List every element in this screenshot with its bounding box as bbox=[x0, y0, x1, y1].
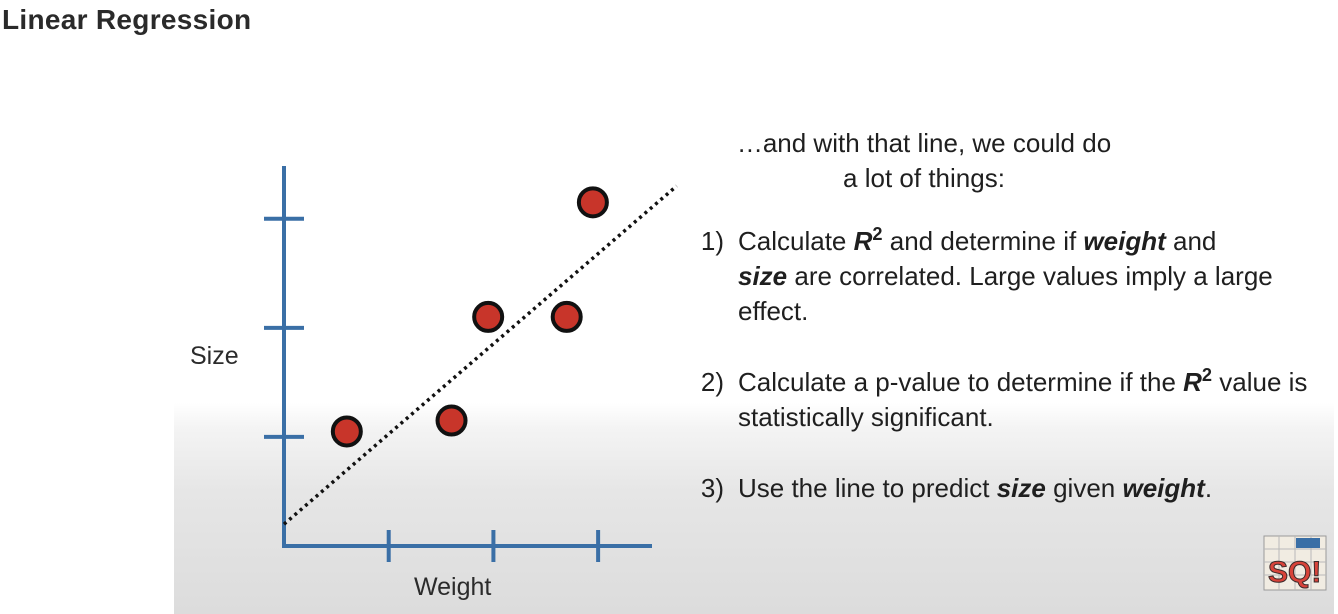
statquest-logo-icon: SQ! bbox=[1263, 535, 1327, 591]
data-point-4 bbox=[550, 300, 583, 333]
video-frame[interactable]: Size Weight …and with that line, we coul… bbox=[174, 58, 1334, 614]
data-point-5 bbox=[576, 186, 609, 219]
intro-text: …and with that line, we could do a lot o… bbox=[674, 126, 1174, 196]
list-text: Calculate a p-value to determine if the … bbox=[738, 365, 1308, 432]
r-squared-symbol: R2 bbox=[1183, 365, 1213, 397]
intro-line-2: a lot of things: bbox=[843, 163, 1005, 193]
plot-svg bbox=[264, 166, 678, 562]
list-number: 1) bbox=[700, 226, 724, 256]
page-title: Linear Regression bbox=[2, 4, 252, 35]
y-axis-label: Size bbox=[190, 342, 239, 370]
scatter-plot: Size Weight bbox=[174, 58, 694, 614]
data-point-2 bbox=[435, 404, 468, 437]
regression-line bbox=[282, 184, 678, 526]
list-text: Use the line to predict size given weigh… bbox=[738, 473, 1213, 503]
data-point-3 bbox=[472, 300, 505, 333]
list-number: 3) bbox=[700, 473, 724, 503]
intro-line-1: …and with that line, we could do bbox=[736, 128, 1112, 158]
list-text: Calculate R2 and determine if weight and… bbox=[738, 224, 1273, 326]
x-axis-label: Weight bbox=[414, 573, 492, 601]
data-point-1 bbox=[330, 415, 363, 448]
svg-text:SQ!: SQ! bbox=[1268, 556, 1321, 589]
list-number: 2) bbox=[700, 367, 724, 397]
list-item-3: 3) Use the line to predict size given we… bbox=[674, 471, 1314, 506]
r-squared-symbol: R2 bbox=[853, 224, 883, 256]
list-item-1: 1) Calculate R2 and determine if weight … bbox=[674, 224, 1314, 329]
list-item-2: 2) Calculate a p-value to determine if t… bbox=[674, 365, 1314, 435]
notes-panel: …and with that line, we could do a lot o… bbox=[674, 126, 1314, 506]
